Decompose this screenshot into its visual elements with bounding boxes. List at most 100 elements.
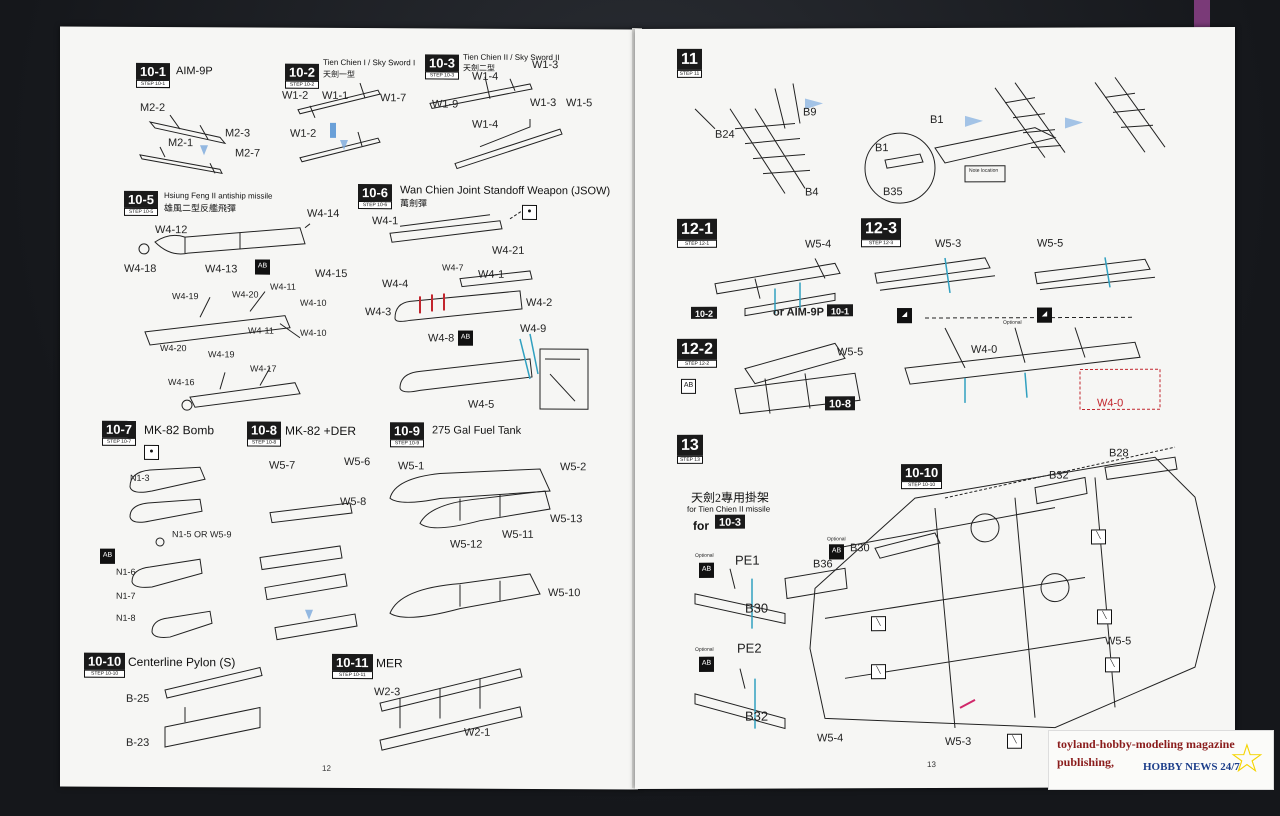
or-aim9p-label: or AIM-9P — [773, 306, 824, 319]
part-label: W4-0 — [971, 343, 998, 356]
part-label-highlighted: W4-0 — [1097, 397, 1124, 410]
optional-ab-icon: AB — [829, 544, 844, 560]
step-title: Wan Chien Joint Standoff Weapon (JSOW) — [400, 184, 611, 198]
part-label: W4-3 — [365, 306, 392, 319]
part-label: W5-13 — [550, 513, 583, 526]
part-label: W4-11 — [270, 281, 296, 292]
step-title: for Tien Chien II missile — [687, 504, 771, 514]
no-glue-icon: ╲ — [1091, 529, 1106, 545]
part-label: N1-6 — [116, 566, 136, 577]
part-label: W4-13 — [205, 263, 238, 276]
drill-hole-icon: ● — [144, 444, 159, 461]
part-label: W4-12 — [155, 223, 188, 237]
optional-label: Optional — [695, 646, 714, 653]
step-title-chinese: 天劍一型 — [323, 69, 355, 80]
no-glue-icon: ╲ — [871, 616, 886, 632]
part-label: B-25 — [126, 692, 150, 705]
part-label: W4-9 — [520, 322, 547, 336]
part-label: W4-10 — [300, 327, 327, 338]
part-label: W1-5 — [566, 97, 593, 110]
part-label: M2-3 — [225, 127, 251, 140]
part-label: B35 — [883, 186, 903, 199]
part-label: B1 — [930, 113, 944, 127]
star-icon: ☆ — [1229, 737, 1265, 781]
optional-ab-icon: AB — [699, 562, 714, 578]
part-label: W5-8 — [340, 495, 367, 509]
step-ref-badge: 10-2 — [691, 306, 718, 319]
part-label: W5-4 — [805, 238, 832, 251]
part-label: M2-1 — [168, 137, 194, 150]
step-title: Hsiung Feng II antiship missile — [164, 191, 273, 201]
part-label: W4-17 — [250, 363, 277, 374]
part-label: M2-2 — [140, 101, 166, 115]
watermark-line3: HOBBY NEWS 24/7 — [1143, 761, 1240, 773]
part-label: W4-21 — [492, 244, 525, 257]
part-label: W4-19 — [172, 291, 199, 302]
part-label: B9 — [803, 106, 817, 119]
watermark-box: toyland-hobby-modeling magazine publishi… — [1048, 730, 1274, 790]
part-label: W4-10 — [300, 297, 327, 308]
for-label: for — [693, 518, 709, 533]
watermark-line1: toyland-hobby-modeling magazine — [1057, 737, 1235, 751]
part-label: W1-3 — [532, 58, 559, 72]
step-title: MK-82 +DER — [285, 423, 357, 439]
part-label: W1-1 — [322, 89, 349, 102]
part-label: W4-4 — [382, 278, 409, 291]
optional-label: Optional — [1003, 319, 1022, 326]
optional-label: Optional — [827, 536, 846, 543]
part-label: W4-16 — [168, 377, 195, 388]
part-label: W5-3 — [935, 237, 962, 250]
part-label: B-23 — [126, 736, 150, 749]
step-title-chinese: 萬劍彈 — [400, 198, 428, 209]
part-label: N1-7 — [116, 590, 136, 601]
drill-hole-icon: ● — [522, 204, 537, 220]
part-label: W4-20 — [160, 343, 187, 354]
no-glue-icon: ╲ — [1007, 733, 1022, 749]
step-title: 275 Gal Fuel Tank — [432, 424, 522, 437]
part-label: W5-1 — [398, 460, 425, 473]
part-label: B36 — [813, 558, 833, 571]
part-label: W5-12 — [450, 538, 483, 551]
step-ref-badge: 10-8 — [825, 396, 856, 411]
part-label: W4-5 — [468, 398, 495, 411]
step-title: MK-82 Bomb — [144, 422, 215, 438]
part-label: W5-5 — [1105, 635, 1132, 648]
part-label: B32 — [745, 708, 769, 724]
step-title: Centerline Pylon (S) — [128, 654, 236, 670]
part-label: W5-11 — [502, 528, 534, 541]
note-location-label: Note location — [969, 167, 999, 174]
part-label: W4-8 — [428, 332, 455, 345]
part-label: PE2 — [737, 640, 762, 656]
part-label: W5-6 — [344, 455, 371, 469]
watermark-line2: publishing, — [1057, 755, 1115, 769]
part-label: W1-3 — [530, 96, 557, 110]
step-ref-badge: 10-3 — [715, 514, 746, 529]
part-label: W4-2 — [526, 296, 553, 310]
part-label: N1-8 — [116, 612, 136, 623]
no-glue-icon: ╲ — [1097, 609, 1112, 625]
part-label: W4-14 — [307, 207, 340, 220]
optional-ab-icon: AB — [699, 656, 714, 672]
optional-ab-icon: AB — [681, 378, 696, 394]
part-label: W1-4 — [472, 118, 499, 131]
part-label: B1 — [875, 142, 889, 155]
optional-label: Optional — [695, 552, 714, 559]
part-label: W5-5 — [1037, 237, 1064, 250]
step-title-chinese: 雄風二型反艦飛彈 — [164, 203, 237, 214]
optional-ab-icon: AB — [458, 330, 473, 346]
part-label: W4-1 — [478, 268, 505, 281]
